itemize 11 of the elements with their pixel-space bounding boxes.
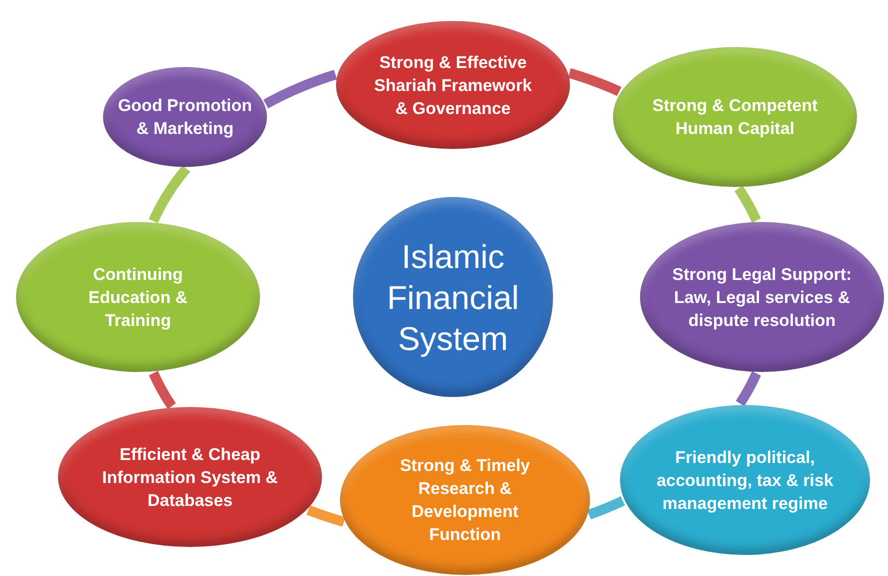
topic-label: Good Promotion & Marketing <box>116 95 254 140</box>
topic-label: Friendly political, accounting, tax & risk management regime <box>656 446 834 514</box>
topic-label: Strong Legal Support: Law, Legal services & dispute resolution <box>671 264 853 332</box>
topic-label: Strong & Effective Shariah Framework & Governance <box>373 52 533 120</box>
topic-label: Strong & Competent Human Capital <box>651 95 819 140</box>
topic-label: Continuing Education & Training <box>87 264 189 332</box>
center-title: Islamic Financial System <box>386 236 520 358</box>
topic-label: Efficient & Cheap Information System & Databases <box>101 444 279 512</box>
ring-connector <box>734 184 761 225</box>
ring-connector <box>736 369 762 408</box>
topic-label: Strong & Timely Research & Development Function <box>398 455 532 546</box>
